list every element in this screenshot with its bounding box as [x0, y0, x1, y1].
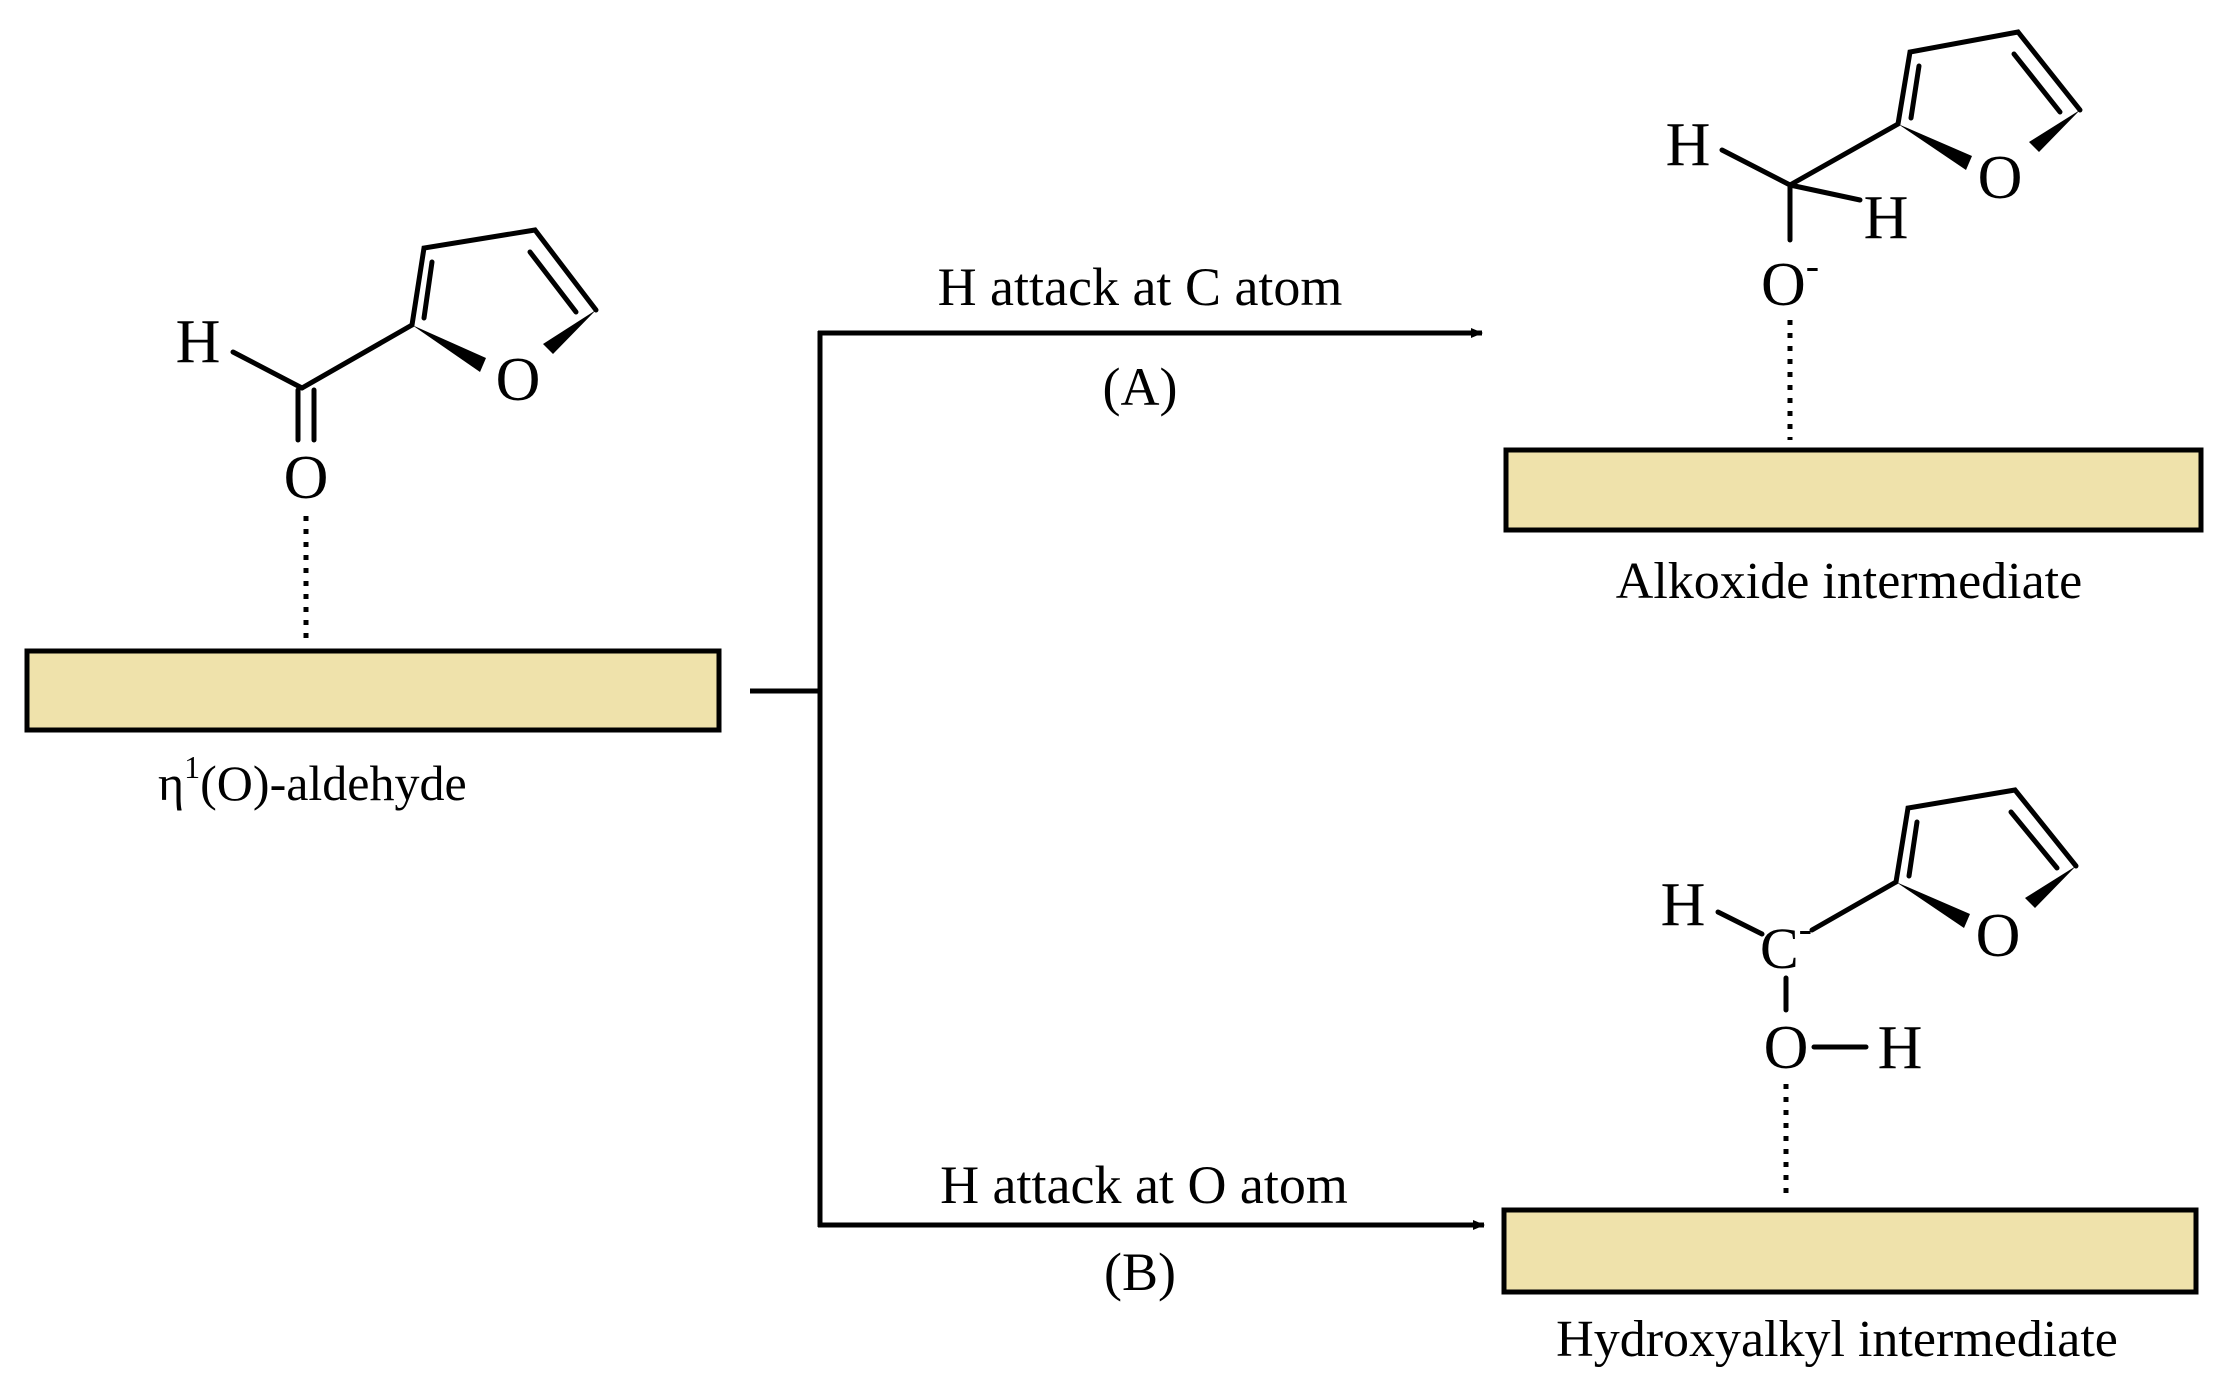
reactant-label-suffix: (O)-aldehyde — [200, 755, 467, 811]
alkoxide-o-charge: - — [1806, 243, 1819, 288]
alkoxide-h-c-bond — [1719, 147, 1793, 188]
path-b-label: H attack at O atom — [940, 1155, 1348, 1215]
reactant-label: η1(O)-aldehyde — [158, 749, 467, 811]
reactant-h-atom: H — [176, 308, 221, 376]
reactant-furan-inner-bond-1 — [421, 259, 435, 321]
hydroxyalkyl-furan-ring — [1893, 787, 2079, 885]
hydroxyalkyl-o-atom: O — [1764, 1014, 1809, 1082]
alkoxide-surface — [1503, 447, 2204, 533]
reactant-label-superscript: 1 — [184, 749, 200, 785]
reactant-carbonyl-o-atom: O — [284, 444, 329, 512]
alkoxide-furan-inner-bond-2 — [2011, 51, 2063, 115]
reactant-ch-bond — [230, 349, 305, 391]
hydroxyalkyl-furan-inner-bond-1 — [1906, 819, 1920, 879]
reactant-furan-wedge-left — [412, 325, 486, 372]
reactant-molecule: H O O — [176, 227, 599, 640]
hydroxyalkyl-c-charge: - — [1799, 906, 1812, 951]
hydroxyalkyl-c-atom: C- — [1760, 906, 1812, 981]
alkoxide-furan-ring — [1895, 29, 2083, 127]
alkoxide-furan-wedge-right — [2029, 110, 2080, 152]
hydroxyalkyl-c-ring-bond — [1809, 879, 1899, 933]
alkoxide-label: Alkoxide intermediate — [1616, 553, 2082, 610]
hydroxyalkyl-molecule: H C- O H O — [1661, 787, 2079, 1200]
path-a-label: H attack at C atom — [938, 257, 1343, 317]
alkoxide-ring-o-atom: O — [1978, 144, 2023, 212]
alkoxide-o-symbol: O — [1761, 251, 1806, 319]
path-b-tag: (B) — [1104, 1242, 1176, 1302]
hydroxyalkyl-ring-o-atom: O — [1976, 902, 2021, 970]
hydroxyalkyl-surface — [1501, 1207, 2199, 1295]
hydroxyalkyl-furan-wedge-right — [2025, 866, 2076, 908]
reactant-furan-ring — [409, 227, 599, 328]
reactant-c-ring-bond — [299, 322, 415, 391]
reactant-furan-wedge-right — [543, 310, 596, 354]
reactant-furan-inner-bond-2 — [527, 249, 579, 315]
alkoxide-furan-wedge-left — [1898, 124, 1972, 170]
path-a-tag: (A) — [1103, 357, 1178, 417]
alkoxide-c-h-bond — [1787, 182, 1863, 203]
hydroxyalkyl-c-symbol: C — [1760, 916, 1799, 981]
hydroxyalkyl-furan-inner-bond-2 — [2008, 809, 2060, 871]
reactant-label-eta: η — [158, 755, 184, 811]
alkoxide-h-left-atom: H — [1666, 111, 1711, 179]
alkoxide-molecule: H H O- O — [1666, 29, 2083, 440]
alkoxide-o-atom: O- — [1761, 243, 1819, 319]
alkoxide-c-ring-bond — [1787, 121, 1901, 188]
hydroxyalkyl-label: Hydroxyalkyl intermediate — [1556, 1311, 2118, 1368]
hydroxyalkyl-h-c-bond — [1715, 909, 1765, 937]
hydroxyalkyl-furan-wedge-left — [1896, 882, 1970, 928]
reactant-surface — [24, 648, 722, 733]
alkoxide-furan-inner-bond-1 — [1908, 63, 1922, 121]
reactant-ring-o-atom: O — [496, 346, 541, 414]
hydroxyalkyl-h-right-atom: H — [1878, 1014, 1923, 1082]
hydroxyalkyl-h-left-atom: H — [1661, 871, 1706, 939]
alkoxide-h-right-atom: H — [1864, 184, 1909, 252]
